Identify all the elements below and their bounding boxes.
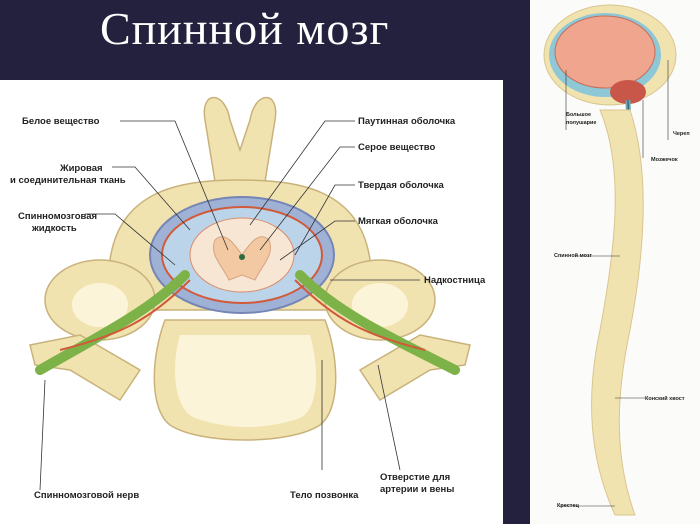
cross-section-panel: Белое вещество Жировая и соединительная … bbox=[0, 80, 503, 524]
spine-sagittal-illustration bbox=[543, 4, 677, 516]
label-foramen-2: артерии и вены bbox=[380, 484, 455, 495]
label-cauda-equina: Конский хвост bbox=[645, 396, 685, 402]
label-periosteum: Надкостница bbox=[424, 275, 486, 286]
label-white-matter: Белое вещество bbox=[22, 116, 100, 127]
label-vertebral-body: Тело позвонка bbox=[290, 490, 359, 501]
label-csf-1: Спинномозговая bbox=[18, 211, 98, 222]
label-foramen-1: Отверстие для bbox=[380, 472, 451, 483]
label-arachnoid: Паутинная оболочка bbox=[358, 116, 456, 127]
label-spinal-cord: Спинной мозг bbox=[554, 253, 592, 259]
label-skull: Череп bbox=[673, 131, 690, 137]
vertebra-cross-section-illustration bbox=[29, 96, 471, 491]
label-pia: Мягкая оболочка bbox=[358, 216, 438, 227]
label-fat-tissue-1: Жировая bbox=[60, 163, 103, 174]
label-cerebellum: Мозжечок bbox=[651, 157, 678, 163]
spine-panel: Большое полушарие Череп Мозжечок Спинной… bbox=[530, 0, 700, 524]
label-csf-2: жидкость bbox=[32, 223, 77, 234]
label-sacrum: Крестец bbox=[557, 503, 579, 509]
label-gray-matter: Серое вещество bbox=[358, 142, 436, 153]
label-dura: Твердая оболочка bbox=[358, 180, 444, 191]
label-cerebrum-1: Большое bbox=[566, 112, 592, 118]
label-fat-tissue-2: и соединительная ткань bbox=[10, 175, 126, 186]
label-cerebrum-2: полушарие bbox=[566, 120, 597, 126]
slide-title: Спинной мозг bbox=[100, 3, 390, 54]
label-spinal-nerve: Спинномозговой нерв bbox=[34, 490, 140, 501]
